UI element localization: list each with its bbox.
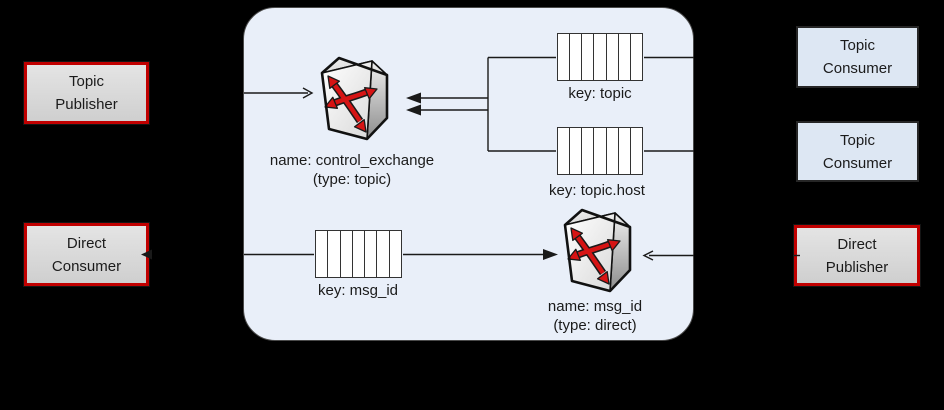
- topic-consumer-1-label-line2: Consumer: [822, 60, 893, 77]
- queue-segment: [582, 128, 595, 174]
- msg-id-exchange-name: name: msg_id: [547, 298, 643, 315]
- direct-consumer-label-line2: Consumer: [51, 257, 122, 275]
- queue-segment: [558, 128, 571, 174]
- msg-id-exchange-icon: [562, 204, 634, 296]
- queue-segment: [390, 231, 401, 277]
- topic-consumer-2-node: Topic Consumer: [796, 121, 919, 182]
- queue-segment: [631, 128, 642, 174]
- queue-topic-host-label: key: topic.host: [549, 182, 645, 199]
- queue-segment: [607, 128, 619, 174]
- control-exchange-type: (type: topic): [312, 171, 392, 188]
- queue-msg-id-icon: [315, 230, 402, 278]
- msg-id-exchange-label: name: msg_id (type: direct): [548, 297, 642, 335]
- queue-segment: [631, 34, 642, 80]
- control-exchange-name: name: control_exchange: [269, 152, 435, 169]
- queue-segment: [328, 231, 341, 277]
- queue-segment: [377, 231, 390, 277]
- queue-segment: [607, 34, 619, 80]
- queue-segment: [570, 128, 583, 174]
- queue-segment: [570, 34, 583, 80]
- direct-consumer-label-line1: Direct: [66, 234, 107, 252]
- queue-segment: [594, 34, 607, 80]
- queue-segment: [341, 231, 353, 277]
- topic-consumer-1-node: Topic Consumer: [796, 26, 919, 88]
- queue-topic-icon: [557, 33, 643, 81]
- msg-id-exchange-type: (type: direct): [553, 317, 637, 334]
- queue-msg-id-label: key: msg_id: [317, 282, 399, 299]
- topic-consumer-1-label-line1: Topic: [839, 37, 876, 54]
- queue-segment: [558, 34, 571, 80]
- queue-segment: [619, 34, 631, 80]
- control-exchange-icon: [319, 52, 391, 144]
- queue-segment: [619, 128, 631, 174]
- topic-publisher-node: Topic Publisher: [24, 62, 149, 124]
- topic-publisher-label-line2: Publisher: [55, 96, 118, 113]
- topic-publisher-label-line1: Topic: [68, 73, 105, 90]
- direct-publisher-label-line2: Publisher: [825, 258, 889, 276]
- direct-publisher-label-line1: Direct: [837, 235, 877, 253]
- queue-segment: [582, 34, 595, 80]
- direct-publisher-node: Direct Publisher: [794, 225, 920, 286]
- queue-segment: [594, 128, 607, 174]
- direct-consumer-node: Direct Consumer: [24, 223, 149, 286]
- queue-topic-host-icon: [557, 127, 643, 175]
- queue-segment: [365, 231, 378, 277]
- topic-consumer-2-label-line2: Consumer: [822, 154, 893, 172]
- control-exchange-label: name: control_exchange (type: topic): [270, 151, 434, 189]
- queue-segment: [316, 231, 329, 277]
- topic-consumer-2-label-line1: Topic: [839, 131, 876, 149]
- queue-topic-label: key: topic: [568, 85, 632, 102]
- queue-segment: [353, 231, 366, 277]
